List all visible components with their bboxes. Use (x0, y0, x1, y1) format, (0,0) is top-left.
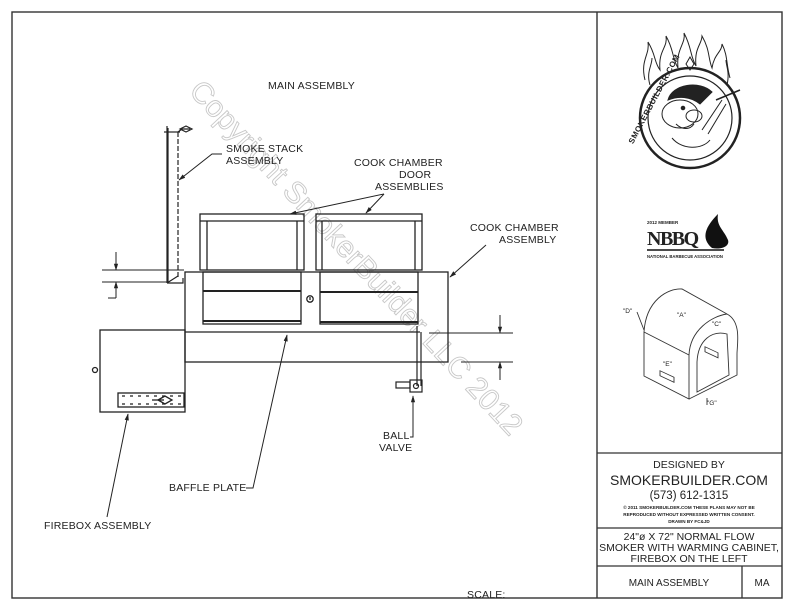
company-phone: (573) 612-1315 (650, 490, 729, 502)
smoke-stack-leader (178, 153, 222, 181)
nbbq-mark: NBBQ (647, 228, 699, 250)
sheet-name: MAIN ASSEMBLY (629, 578, 710, 589)
description-line2: SMOKER WITH WARMING CABINET, (599, 542, 779, 554)
iso-label-e: "E" (663, 361, 673, 368)
cook-chamber-label-line2: ASSEMBLY (499, 234, 556, 246)
ball-valve-label-line1: BALL (383, 430, 410, 442)
nbbq-flame-icon (705, 214, 729, 249)
firebox (91, 329, 186, 413)
iso-label-g: "G" (707, 400, 717, 407)
drawing-frame (11, 11, 783, 599)
firebox-leader (106, 413, 129, 518)
drawn-by: DRAWN BY FC&JD (668, 519, 710, 524)
iso-label-c: "C" (712, 321, 722, 328)
smoke-stack-label-line1: SMOKE STACK (226, 143, 303, 155)
description-line1: 24"ø X 72" NORMAL FLOW (624, 531, 755, 543)
ball-valve-leader (410, 395, 416, 438)
smoke-stack-label-line2: ASSEMBLY (226, 155, 283, 167)
stack-dimension (102, 252, 184, 299)
baffle-plate-leader (246, 334, 288, 489)
scale-label: SCALE: (467, 589, 506, 601)
copyright-watermark: Copyright SmokerBuilder LLC 2012 (183, 74, 529, 442)
smokerbuilder-logo (638, 32, 742, 170)
logo-arc-text: SMOKERBUILDER.COM (627, 53, 682, 146)
door-assemblies (199, 213, 423, 271)
title-block-grid (597, 452, 782, 598)
ball-valve (395, 326, 423, 393)
title-block: SMOKERBUILDER.COM 2012 MEMBER NBBQ NATIO… (597, 32, 782, 598)
copyright-line1: © 2011 SMOKERBUILDER.COM THESE PLANS MAY… (623, 504, 755, 510)
cook-chamber (184, 271, 449, 363)
designed-by-label: DESIGNED BY (653, 459, 725, 471)
ball-valve-label-line2: VALVE (379, 442, 412, 454)
warming-cabinet-isometric (636, 288, 739, 405)
sheet-code: MA (755, 578, 770, 589)
door-assemblies-label-line3: ASSEMBLIES (375, 181, 444, 193)
chamber-dimension (429, 315, 513, 380)
drawing-title: MAIN ASSEMBLY (268, 80, 355, 92)
cook-chamber-label-line1: COOK CHAMBER (470, 222, 559, 234)
cook-chamber-leader (449, 244, 487, 278)
door-assemblies-label-line2: DOOR (399, 169, 432, 181)
firebox-label: FIREBOX ASSEMBLY (44, 520, 151, 532)
nbbq-member-text: 2012 MEMBER (647, 220, 679, 225)
door-assemblies-leader (289, 193, 385, 215)
company-name: SMOKERBUILDER.COM (610, 472, 768, 488)
baffle-plate-label: BAFFLE PLATE (169, 482, 246, 494)
nbbq-logo: 2012 MEMBER NBBQ NATIONAL BARBECUE ASSOC… (647, 214, 729, 259)
iso-label-d: "D" (623, 308, 633, 315)
nbbq-association-text: NATIONAL BARBECUE ASSOCIATION (647, 254, 723, 259)
description-line3: FIREBOX ON THE LEFT (630, 553, 748, 565)
iso-label-a: "A" (677, 312, 687, 319)
copyright-line2: REPRODUCED WITHOUT EXPRESSED WRITTEN CON… (623, 512, 754, 517)
smoke-stack (164, 125, 194, 284)
door-assemblies-label-line1: COOK CHAMBER (354, 157, 443, 169)
